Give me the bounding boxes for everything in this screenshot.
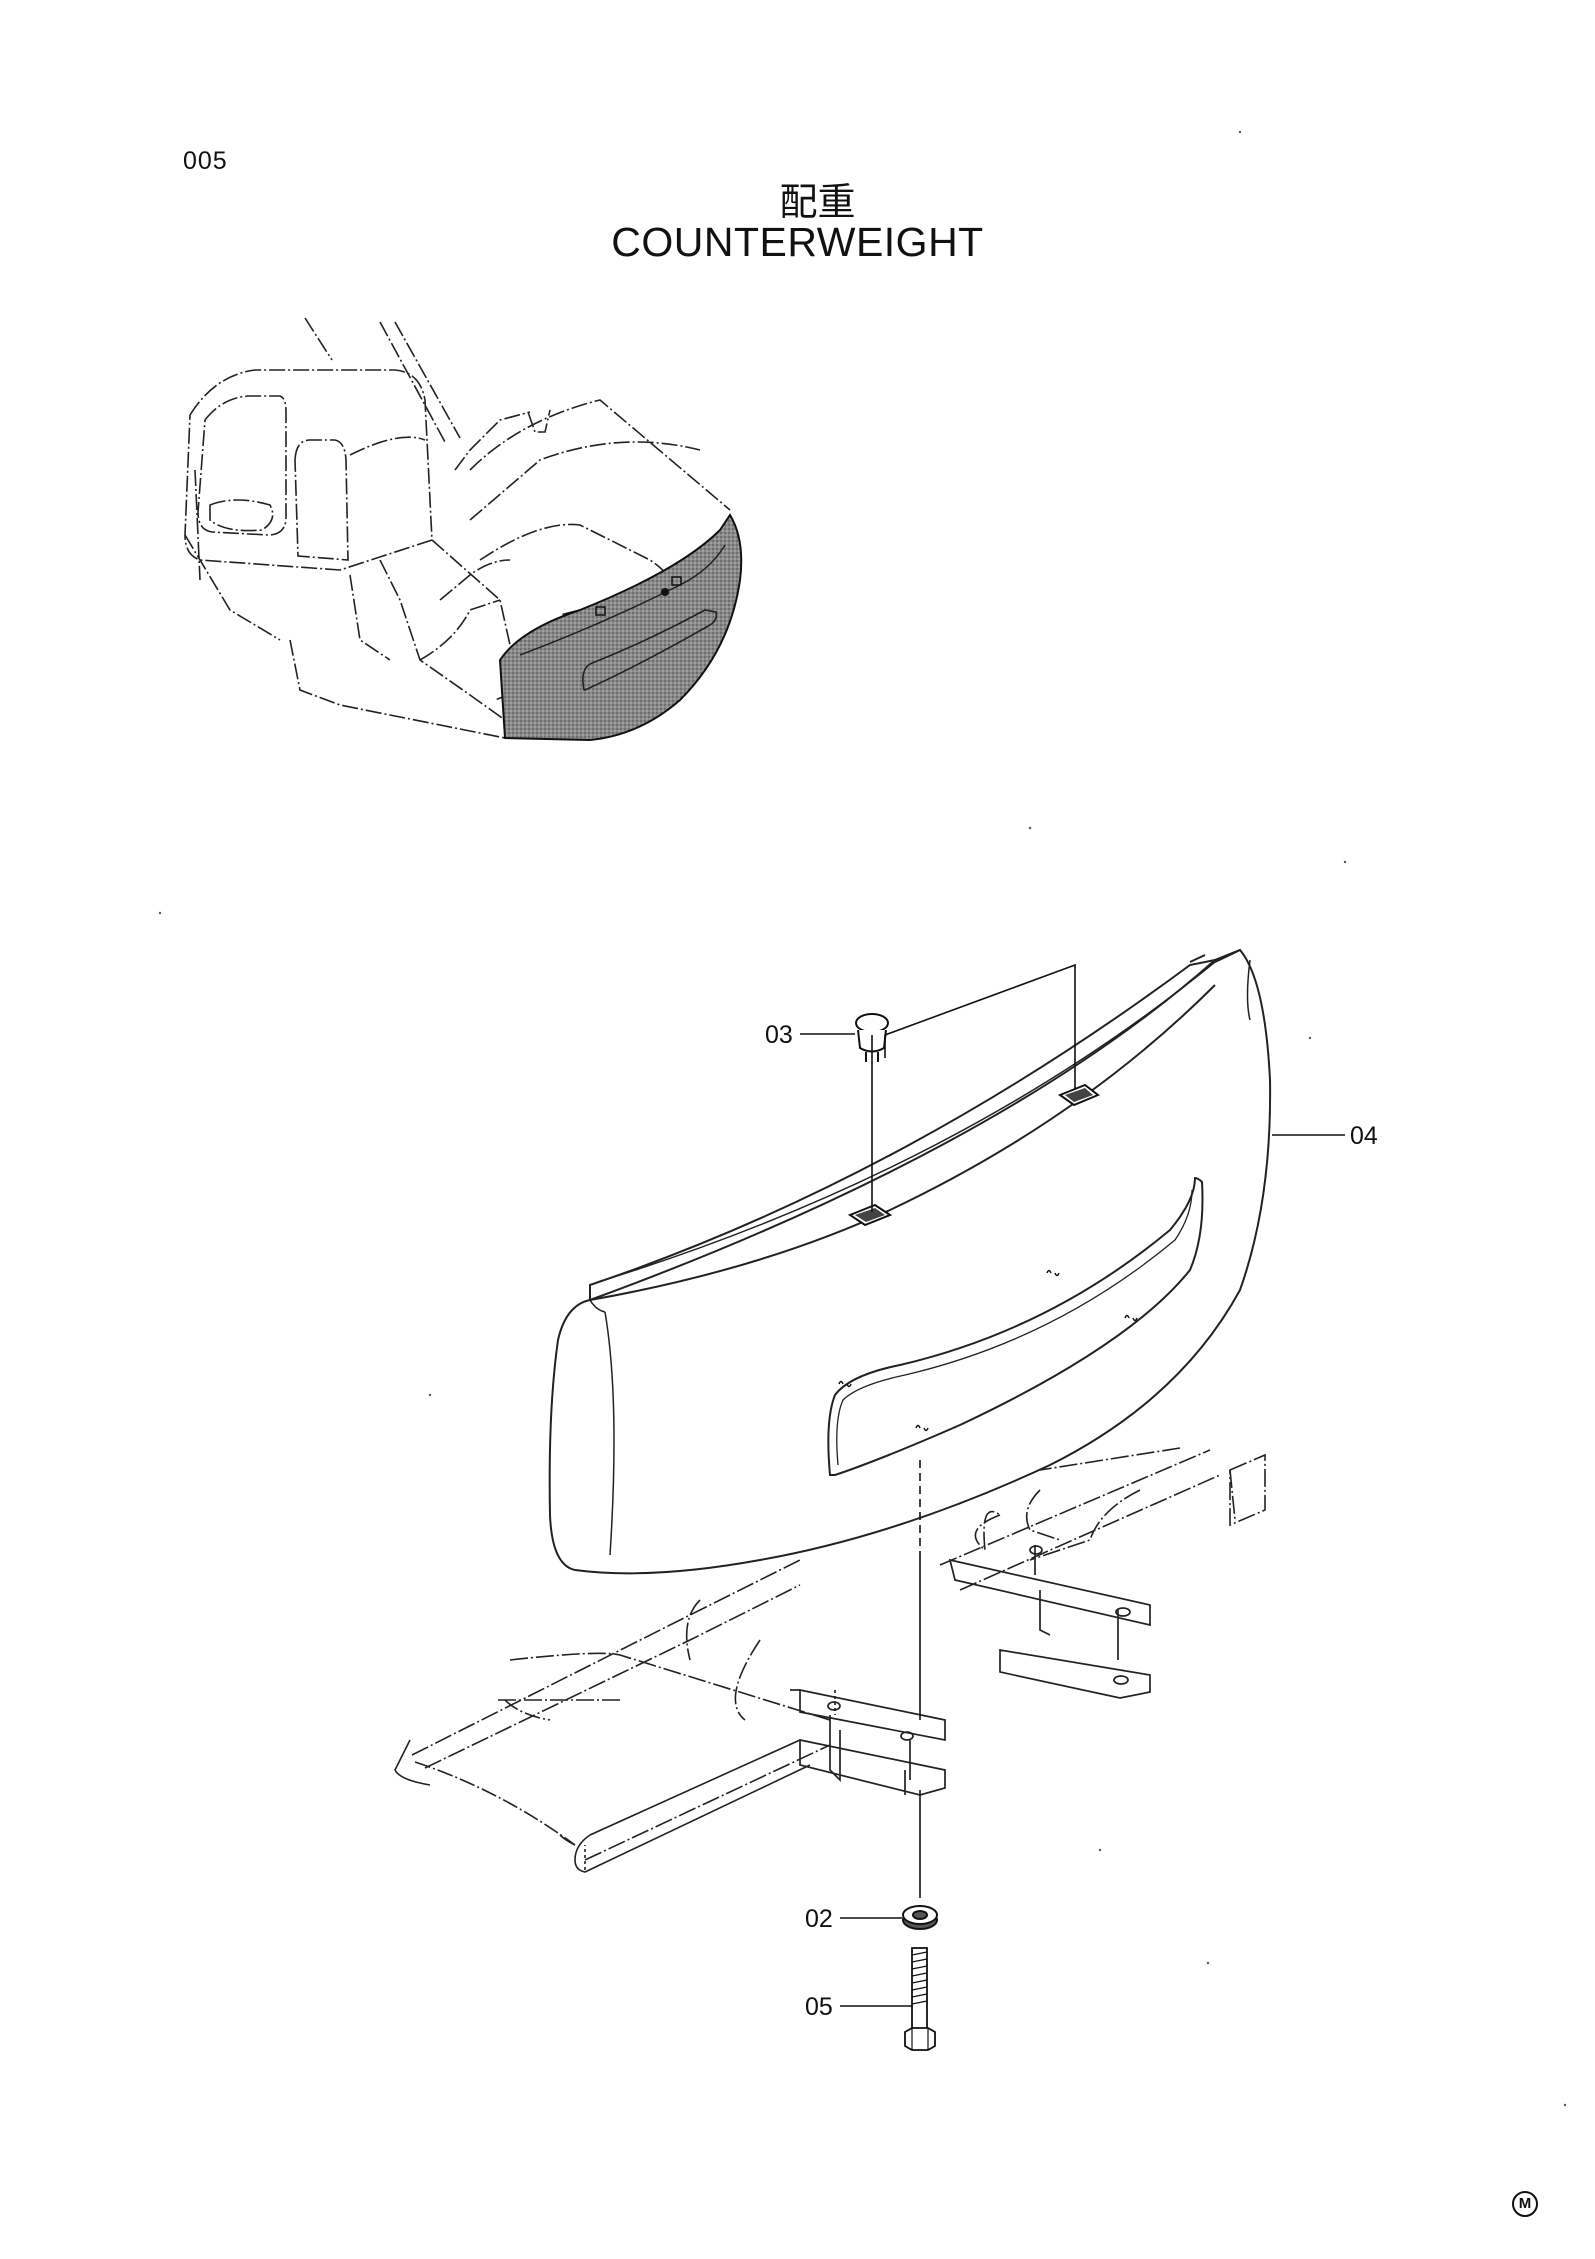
counterweight-body — [548, 948, 1272, 1575]
bolt-part — [904, 1947, 936, 2051]
leader-lines — [800, 1033, 1345, 2007]
upper-frame — [411, 1447, 1266, 1861]
callout-05: 05 — [805, 1993, 833, 2021]
overview-counterweight-highlight — [498, 513, 743, 742]
page-number: 005 — [183, 147, 228, 175]
counterweight-holes — [838, 1083, 1138, 1432]
callout-03: 03 — [765, 1021, 793, 1049]
excavator-overview — [184, 317, 731, 739]
scan-specks — [158, 130, 1567, 2107]
left-rail — [394, 1699, 811, 1873]
washer-part — [902, 1905, 938, 1930]
cap-part — [855, 1013, 889, 1062]
assembly-lines — [871, 963, 1076, 1898]
callout-04: 04 — [1350, 1122, 1378, 1150]
callout-02: 02 — [805, 1905, 833, 1933]
page-title: COUNTERWEIGHT — [611, 219, 984, 265]
rear-brackets — [790, 1545, 1151, 1796]
registered-mark: M — [1512, 2191, 1538, 2217]
title-japanese: 配重 — [779, 180, 856, 224]
